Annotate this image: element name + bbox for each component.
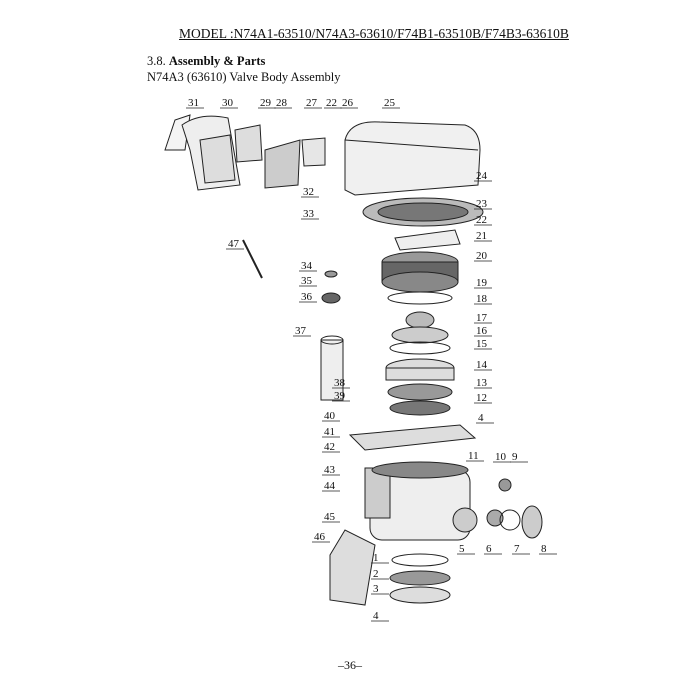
callout-45: 45 <box>324 511 336 523</box>
callout-30: 30 <box>222 97 234 109</box>
base-plate <box>348 424 477 451</box>
callout-35: 35 <box>301 275 313 287</box>
callout-46: 46 <box>314 531 326 543</box>
callout-44: 44 <box>324 480 336 492</box>
callout-21: 21 <box>476 230 487 242</box>
callout-25: 25 <box>384 97 396 109</box>
callout-14: 14 <box>476 359 488 371</box>
callout-22: 22 <box>476 214 487 226</box>
section-title: Assembly & Parts <box>168 54 266 68</box>
callout-29: 29 <box>260 97 272 109</box>
callout-8: 8 <box>541 543 547 555</box>
callout-37: 37 <box>295 325 307 337</box>
callout-26: 26 <box>342 97 354 109</box>
callout-15: 15 <box>476 338 488 350</box>
callout-47: 47 <box>228 238 240 250</box>
callout-40: 40 <box>324 410 336 422</box>
callout-9: 9 <box>512 451 518 463</box>
callout-19: 19 <box>476 277 488 289</box>
callout-4: 4 <box>373 610 379 622</box>
callout-17: 17 <box>476 312 488 324</box>
callout-28: 28 <box>276 97 288 109</box>
section-heading: 3.8. Assembly & Parts <box>147 54 265 69</box>
callout-6: 6 <box>486 543 492 555</box>
callout-11: 11 <box>468 450 479 462</box>
callout-12: 12 <box>476 392 487 404</box>
callout-22: 22 <box>326 97 337 109</box>
callout-3: 3 <box>373 583 379 595</box>
callout-39: 39 <box>334 390 346 402</box>
callout-2: 2 <box>373 568 379 580</box>
front-cover <box>164 114 241 191</box>
callout-13: 13 <box>476 377 488 389</box>
circuit-boards <box>234 124 326 189</box>
callout-41: 41 <box>324 426 335 438</box>
model-heading: MODEL :N74A1-63510/N74A3-63610/F74B1-635… <box>179 26 569 41</box>
callout-5: 5 <box>459 543 465 555</box>
callout-23: 23 <box>476 198 488 210</box>
callout-42: 42 <box>324 441 335 453</box>
callout-7: 7 <box>514 543 520 555</box>
callout-31: 31 <box>188 97 199 109</box>
callout-4: 4 <box>478 412 484 424</box>
callout-16: 16 <box>476 325 488 337</box>
callout-33: 33 <box>303 208 315 220</box>
callout-10: 10 <box>495 451 507 463</box>
callout-20: 20 <box>476 250 488 262</box>
page-number: –36– <box>338 658 362 672</box>
callout-27: 27 <box>306 97 318 109</box>
section-number: 3.8. <box>147 54 166 68</box>
top-cover <box>344 121 481 196</box>
callout-24: 24 <box>476 170 488 182</box>
diagram-subtitle: N74A3 (63610) Valve Body Assembly <box>147 70 341 84</box>
callout-32: 32 <box>303 186 314 198</box>
callout-36: 36 <box>301 291 313 303</box>
valve-body <box>329 461 543 606</box>
callout-34: 34 <box>301 260 313 272</box>
callout-18: 18 <box>476 293 488 305</box>
motor <box>242 239 344 401</box>
callout-1: 1 <box>373 552 379 564</box>
callout-43: 43 <box>324 464 336 476</box>
callout-38: 38 <box>334 377 346 389</box>
valve-stack <box>362 197 484 416</box>
